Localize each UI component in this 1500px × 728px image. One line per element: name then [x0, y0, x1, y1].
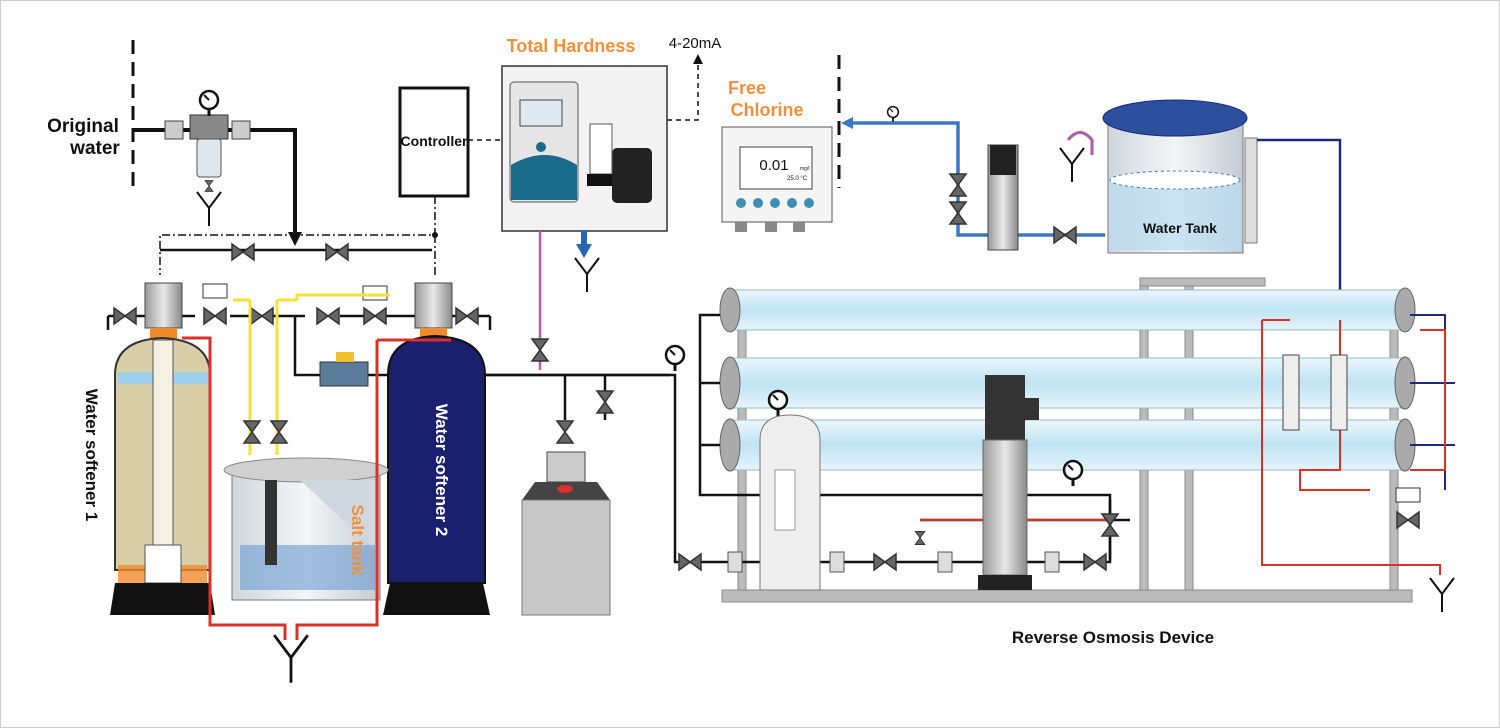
cartridge-filter	[759, 389, 821, 591]
softener-1-label: Water softener 1	[82, 389, 101, 522]
water-tank: Water Tank	[1102, 99, 1342, 320]
free-chlorine-label-2: Chlorine	[730, 100, 803, 120]
free-chlorine-analyzer: Free Chlorine 0.01 mg/l 25.0 °C	[721, 55, 841, 232]
ro-membrane-1	[719, 287, 1416, 333]
salt-tank: Salt tank	[223, 457, 389, 601]
original-water-inlet: Original water	[47, 40, 302, 246]
total-hardness-label: Total Hardness	[507, 36, 636, 56]
chlorine-temperature: 25.0 °C	[787, 176, 808, 182]
total-hardness-analyzer: Total Hardness 4-20mA	[501, 35, 722, 370]
dosing-unit	[521, 451, 611, 616]
water-softener-2: Water softener 2	[383, 282, 490, 615]
pre-filter	[196, 138, 222, 178]
controller-label: Controller	[401, 133, 468, 149]
chlorine-reading: 0.01	[759, 157, 788, 174]
high-pressure-pump	[978, 375, 1039, 590]
bypass-line	[106, 243, 670, 455]
softener-2-label: Water softener 2	[432, 404, 451, 537]
chlorine-unit: mg/l	[800, 166, 809, 172]
water-meter	[319, 361, 369, 387]
product-water-line	[841, 105, 1105, 251]
salt-tank-label: Salt tank	[348, 505, 367, 576]
ro-membrane-2	[719, 356, 1416, 410]
controller: Controller	[159, 86, 502, 275]
original-water-label-2: water	[69, 138, 120, 159]
free-chlorine-label-1: Free	[728, 78, 766, 98]
original-water-label-1: Original	[47, 116, 119, 137]
drain-line	[182, 336, 451, 640]
ro-feed-line	[485, 338, 1130, 616]
signal-label: 4-20mA	[669, 35, 722, 52]
water-tank-label: Water Tank	[1143, 220, 1217, 236]
water-softener-1: Water softener 1	[82, 282, 215, 615]
ro-device-label: Reverse Osmosis Device	[1012, 628, 1214, 647]
